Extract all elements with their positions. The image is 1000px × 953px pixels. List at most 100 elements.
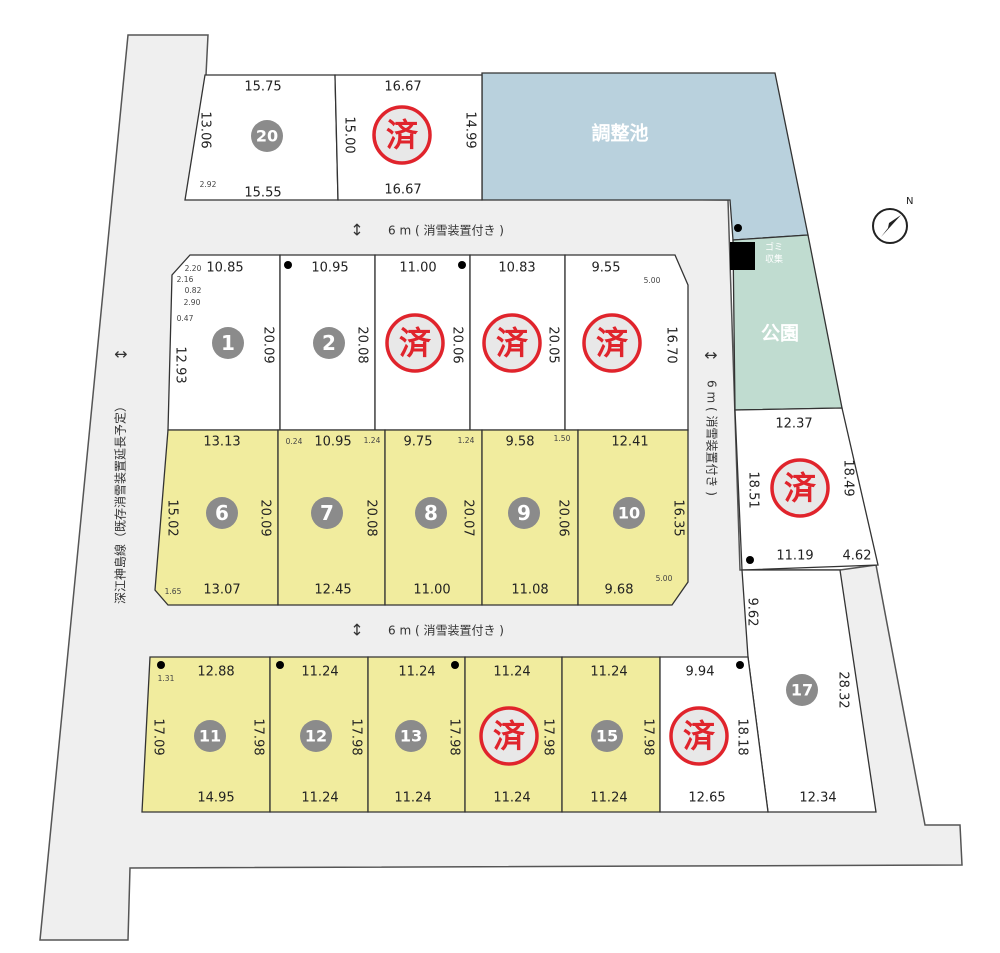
- lot-number-badges: 20 1 2 6 7 8 9 10 17 11 12 13 15: [194, 120, 818, 752]
- lot-number-2: 2: [313, 327, 345, 359]
- dimension: 16.70: [664, 326, 679, 363]
- svg-text:20: 20: [256, 127, 278, 146]
- svg-text:済: 済: [596, 324, 629, 362]
- svg-text:11: 11: [199, 727, 221, 746]
- marker-dot: [734, 224, 742, 232]
- road-labels: ↕ 6 m ( 消雪装置付き ) ↕ 6 m ( 消雪装置付き ) ↔ 6 m …: [113, 221, 719, 640]
- lot-number-9: 9: [508, 497, 540, 529]
- dimension: 10.95: [314, 435, 351, 450]
- dimension: 14.99: [463, 111, 478, 148]
- dimension: 20.08: [364, 499, 379, 536]
- sold-stamp-lot-3: 済: [385, 313, 445, 373]
- dimension: 17.98: [541, 718, 556, 755]
- dimension: 17.98: [641, 718, 656, 755]
- dimension: 17.98: [251, 718, 266, 755]
- svg-text:6: 6: [215, 501, 229, 525]
- dimension: 17.09: [151, 718, 166, 755]
- main-road-label: 深江神島線（既存消雪装置延長予定）: [113, 400, 128, 604]
- dimension: 15.75: [244, 80, 281, 95]
- width-arrow-icon: ↔: [704, 346, 717, 365]
- dimension: 2.92: [200, 180, 217, 189]
- sold-stamp-lot-18: 済: [770, 458, 830, 518]
- width-arrow-icon: ↕: [350, 621, 363, 640]
- dimension: 2.20: [185, 264, 202, 273]
- lot-number-10: 10: [613, 497, 645, 529]
- dimension: 15.55: [244, 186, 281, 201]
- dimension: 18.18: [735, 718, 750, 755]
- dimension: 12.37: [775, 417, 812, 432]
- dimension: 11.24: [301, 665, 338, 680]
- pond-label: 調整池: [591, 122, 648, 145]
- dimension-labels: 15.75 13.06 15.55 2.92 16.67 15.00 14.99…: [151, 80, 872, 806]
- lot-number-17: 17: [786, 674, 818, 706]
- svg-text:済: 済: [493, 717, 526, 755]
- garbage-station: [730, 242, 755, 270]
- sold-stamp-lot-21: 済: [372, 105, 432, 165]
- dimension: 20.09: [258, 499, 273, 536]
- compass-icon: N: [872, 196, 913, 244]
- sold-stamp-lot-16: 済: [669, 706, 729, 766]
- dimension: 11.00: [413, 583, 450, 598]
- dimension: 0.47: [177, 314, 194, 323]
- dimension: 17.98: [447, 718, 462, 755]
- dimension: 11.00: [399, 261, 436, 276]
- svg-text:17: 17: [791, 681, 813, 700]
- svg-text:9: 9: [517, 501, 531, 525]
- dimension: 1.65: [165, 587, 182, 596]
- svg-text:済: 済: [683, 717, 716, 755]
- svg-text:済: 済: [399, 324, 432, 362]
- road-label-middle: 6 m ( 消雪装置付き ): [388, 624, 504, 638]
- dimension: 17.98: [349, 718, 364, 755]
- svg-text:1: 1: [221, 331, 235, 355]
- dimension: 11.24: [493, 791, 530, 806]
- sold-stamps: 済 済 済 済 済 済 済: [372, 105, 830, 766]
- dimension: 20.06: [556, 499, 571, 536]
- lot-number-8: 8: [415, 497, 447, 529]
- dimension: 11.24: [493, 665, 530, 680]
- dimension: 13.07: [203, 583, 240, 598]
- lot-number-13: 13: [395, 720, 427, 752]
- dimension: 28.32: [836, 671, 851, 708]
- width-arrow-icon: ↕: [350, 221, 363, 240]
- dimension: 9.55: [592, 261, 621, 276]
- dimension: 20.05: [546, 326, 561, 363]
- garbage-label-2: 収集: [765, 253, 783, 265]
- lot-number-20: 20: [251, 120, 283, 152]
- svg-text:12: 12: [305, 727, 327, 746]
- lot-number-6: 6: [206, 497, 238, 529]
- svg-text:13: 13: [400, 727, 422, 746]
- dimension: 12.65: [688, 791, 725, 806]
- dimension: 12.41: [611, 435, 648, 450]
- dimension: 12.45: [314, 583, 351, 598]
- sold-stamp-lot-4: 済: [482, 313, 542, 373]
- dimension: 20.09: [261, 326, 276, 363]
- dimension: 11.08: [511, 583, 548, 598]
- dimension: 11.24: [394, 791, 431, 806]
- lot-number-1: 1: [212, 327, 244, 359]
- dimension: 9.94: [686, 665, 715, 680]
- svg-text:済: 済: [496, 324, 529, 362]
- dimension: 1.50: [554, 434, 571, 443]
- dimension: 10.83: [498, 261, 535, 276]
- corner-markers: [157, 261, 754, 669]
- dimension: 9.58: [506, 435, 535, 450]
- dimension: 15.00: [342, 116, 357, 153]
- svg-text:2: 2: [322, 331, 336, 355]
- svg-text:済: 済: [784, 469, 817, 507]
- svg-text:10: 10: [618, 504, 640, 523]
- lot-number-15: 15: [591, 720, 623, 752]
- dimension: 14.95: [197, 791, 234, 806]
- dimension: 13.13: [203, 435, 240, 450]
- dimension: 5.00: [644, 276, 661, 285]
- dimension: 1.24: [364, 436, 381, 445]
- dimension: 12.93: [173, 346, 188, 383]
- dimension: 11.24: [398, 665, 435, 680]
- dimension: 9.75: [404, 435, 433, 450]
- dimension: 12.34: [799, 791, 836, 806]
- dimension: 0.24: [286, 437, 303, 446]
- svg-text:15: 15: [596, 727, 618, 746]
- dimension: 13.06: [198, 111, 213, 148]
- svg-text:済: 済: [386, 116, 419, 154]
- svg-text:8: 8: [424, 501, 438, 525]
